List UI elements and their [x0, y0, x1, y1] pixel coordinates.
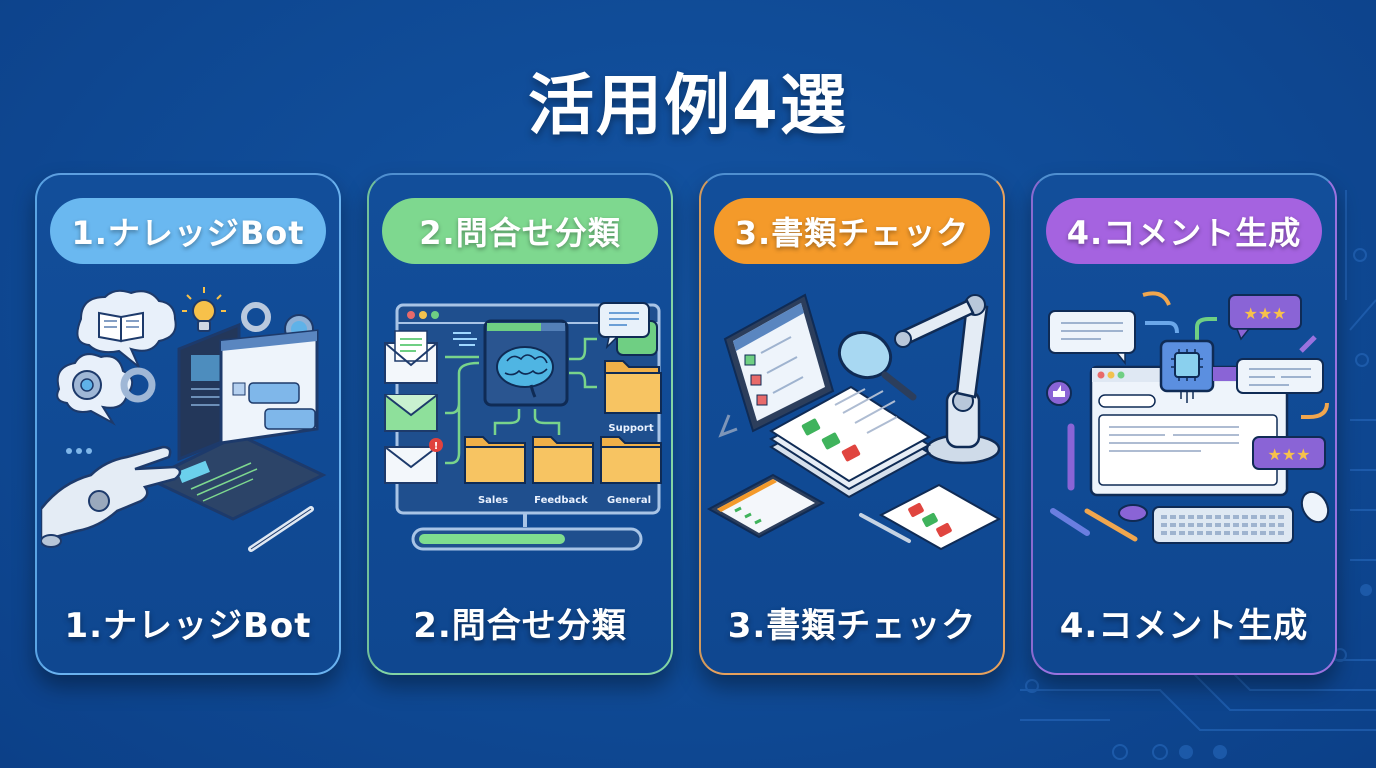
purple-arrow-icon [1299, 335, 1317, 353]
eraser-icon [1118, 504, 1148, 522]
folder-feedback-icon: Feedback [532, 436, 594, 506]
blue-arrow-icon [1145, 321, 1179, 334]
svg-text:Support: Support [608, 423, 653, 434]
page-title: 活用例4選 [528, 67, 848, 144]
folder-support-icon: Support [604, 360, 662, 434]
card-header-pill: 4.コメント生成 [1046, 198, 1322, 264]
card-caption: 2.問合せ分類 [413, 606, 627, 646]
use-case-card-document-check: 3.書類チェック [699, 173, 1005, 675]
comment-generation-illustration: ★★★ ★★★ [1046, 291, 1330, 544]
card-caption: 1.ナレッジBot [64, 606, 312, 646]
card-header-pill: 1.ナレッジBot [50, 198, 326, 264]
tablet-checklist-icon [718, 293, 835, 438]
card-header-pill: 3.書類チェック [714, 198, 990, 264]
svg-text:★★★: ★★★ [1267, 445, 1310, 464]
book-thought-bubble-icon [76, 289, 177, 368]
robot-hand-laptop-illustration [41, 287, 327, 552]
green-arrow-icon [1195, 317, 1217, 341]
comment-bubble-icon [1048, 310, 1136, 366]
chat-window-icon [219, 329, 319, 445]
ai-chip-icon [1159, 339, 1215, 403]
use-case-card-comment-generation: 4.コメント生成 ★★★ [1031, 173, 1337, 675]
generated-comment-bubble-icon [1236, 358, 1324, 394]
orange-arrow-icon [1142, 291, 1171, 306]
magnifying-glass-icon [837, 330, 917, 401]
use-case-card-inquiry-classification: 2.問合せ分類 ! [367, 173, 673, 675]
email-envelope-green-icon [384, 394, 438, 432]
robot-hand-icon [41, 445, 182, 548]
robot-arm-icon [894, 294, 1001, 465]
star-rating-bubble-icon-2: ★★★ [1252, 436, 1326, 470]
return-arrow-icon [1301, 402, 1329, 419]
keyboard-icon [1152, 506, 1294, 544]
gear-thought-bubble-icon [56, 353, 134, 426]
email-envelope-icon [384, 330, 438, 384]
lightbulb-icon [182, 287, 226, 332]
gear-icon-3 [120, 367, 156, 403]
folder-sales-icon: Sales [464, 436, 526, 506]
star-rating-bubble-icon: ★★★ [1228, 294, 1302, 341]
pen-icon [859, 513, 911, 543]
card-header-pill: 2.問合せ分類 [382, 198, 658, 264]
use-case-card-knowledge-bot: 1.ナレッジBot [35, 173, 341, 675]
gear-icon [241, 302, 271, 332]
mouse-icon [1300, 490, 1330, 524]
reviewed-document-icon [878, 483, 1001, 551]
pencil-icon [1084, 508, 1138, 542]
brain-icon [496, 346, 554, 398]
svg-text:★★★: ★★★ [1243, 304, 1286, 323]
chat-bubble-icon [598, 302, 658, 356]
dots-decoration [66, 448, 92, 454]
card-caption: 4.コメント生成 [1059, 606, 1309, 646]
svg-text:Sales: Sales [478, 495, 508, 506]
thumbs-up-icon [1046, 380, 1072, 406]
svg-text:Feedback: Feedback [534, 495, 588, 506]
document-check-illustration [706, 293, 1001, 551]
email-envelope-alert-icon: ! [384, 438, 443, 484]
svg-text:!: ! [434, 441, 439, 452]
document-stack-icon [769, 385, 931, 499]
small-tablet-checklist-icon [706, 473, 826, 539]
svg-text:General: General [607, 495, 651, 506]
inquiry-sorting-illustration: ! Support Sales [384, 302, 662, 551]
classification-progress-bar [411, 527, 643, 551]
card-caption: 3.書類チェック [727, 606, 977, 646]
blue-pen-icon [1050, 508, 1090, 536]
folder-general-icon: General [600, 436, 662, 506]
